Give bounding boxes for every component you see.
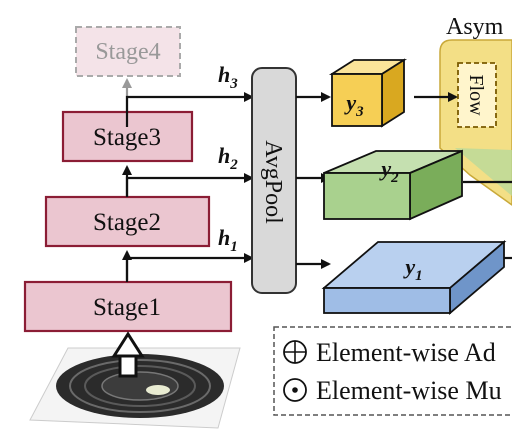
input-arrow-shaft: [118, 354, 138, 378]
asym-title: Asym: [446, 14, 504, 40]
stage4-block: Stage4: [75, 26, 181, 77]
h1-label: h1: [218, 225, 238, 255]
avgpool-box: [251, 67, 297, 294]
record-groove-2: [84, 365, 196, 407]
record-highlight: [146, 385, 170, 395]
h2-connector: [125, 173, 254, 197]
flow-region-green: [455, 148, 512, 196]
stage3-label: Stage3: [93, 124, 161, 151]
h3-label: h3: [218, 62, 238, 92]
stage4-box: [75, 26, 181, 77]
y2-front-face: [323, 172, 411, 220]
y1-label: y1: [402, 254, 422, 284]
y3-cube: y3: [328, 58, 408, 128]
y3-front-face: [331, 73, 383, 127]
stage2-block: Stage2: [44, 195, 211, 248]
stage3-block: Stage3: [61, 110, 194, 163]
multiply-icon: [283, 378, 307, 402]
stage2-label: Stage2: [93, 209, 161, 236]
add-icon: [283, 340, 307, 364]
input-arrow-tip: [111, 331, 145, 358]
avgpool-label: AvgPool: [260, 140, 286, 224]
y2-label: y2: [378, 156, 399, 186]
flow-box: [457, 62, 497, 128]
h3-connector: [125, 92, 254, 127]
flow-label: Flow: [465, 74, 487, 116]
legend-box: [273, 326, 512, 416]
stage2-box: [44, 195, 211, 248]
stage1-block: Stage1: [23, 280, 233, 333]
y2-slab: y2: [323, 149, 463, 221]
avgpool-block: AvgPool: [251, 67, 297, 294]
h2-label: h2: [218, 143, 238, 173]
y3-label: y3: [343, 90, 364, 120]
stage1-label: Stage1: [93, 294, 161, 321]
input-image: [29, 331, 241, 429]
feature-connections: [125, 92, 254, 282]
record-groove-1: [69, 359, 211, 413]
legend-mul-label: Element-wise Mu: [316, 376, 502, 405]
legend: Element-wise Ad Element-wise Mu: [273, 326, 512, 416]
y1-slab: y1: [321, 240, 507, 315]
stage1-box: [23, 280, 233, 333]
y1-front-face: [323, 287, 451, 314]
h-labels: h3 h2 h1: [218, 62, 238, 255]
h1-connector: [125, 253, 254, 282]
record-inner: [101, 371, 179, 401]
legend-add-label: Element-wise Ad: [316, 338, 496, 367]
stage4-label: Stage4: [95, 39, 160, 65]
